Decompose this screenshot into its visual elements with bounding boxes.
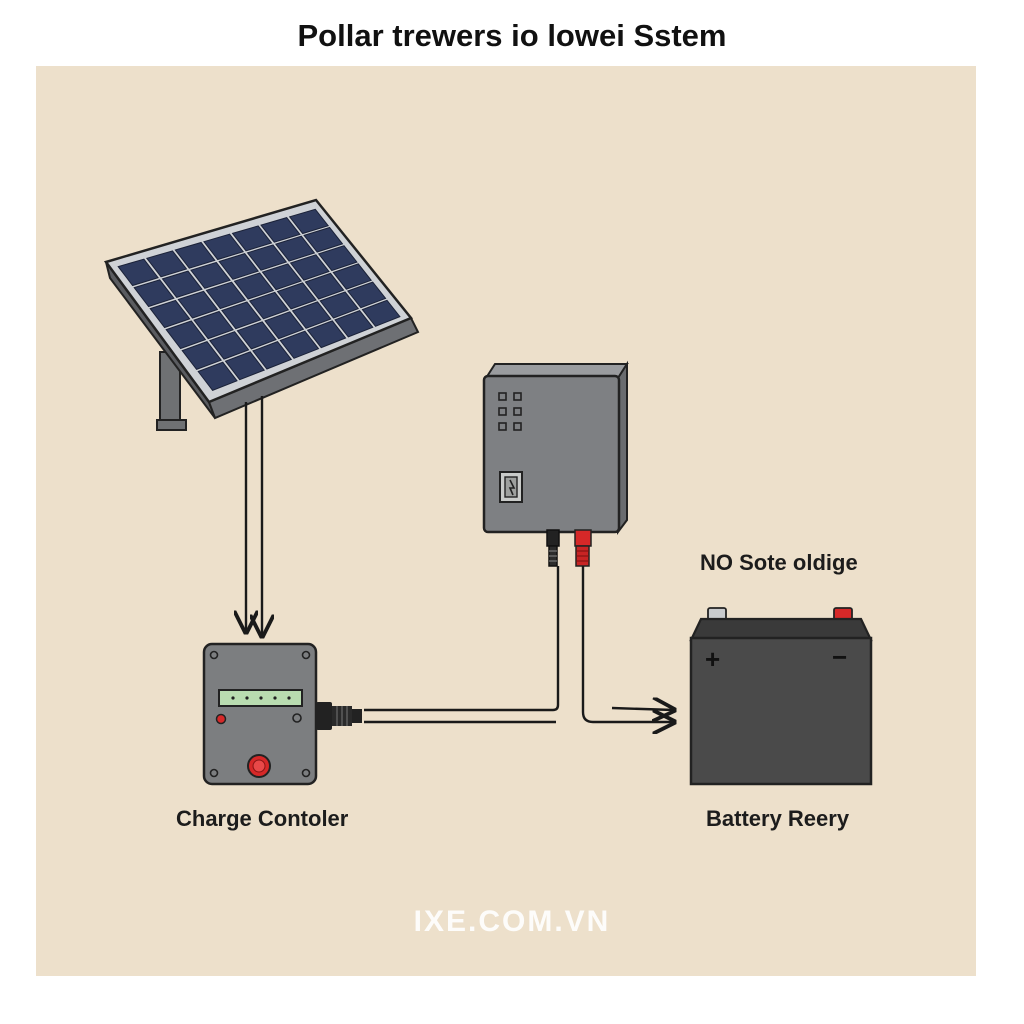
panel-cell	[276, 282, 317, 310]
inverter-box	[482, 360, 629, 567]
panel-cell	[197, 361, 238, 392]
panel-cell	[145, 250, 188, 278]
controller-display	[218, 689, 303, 707]
note-label: NO Sote oldige	[700, 550, 858, 575]
panel-cell	[317, 245, 358, 272]
panel-cell	[346, 281, 387, 309]
panel-cell	[205, 281, 247, 310]
panel-cell	[161, 270, 203, 298]
panel-cell	[289, 254, 330, 281]
panel-cell	[233, 272, 275, 300]
panel-cell	[208, 331, 250, 360]
panel-cell	[260, 217, 301, 243]
panel-cell	[236, 321, 277, 350]
panel-cell	[181, 341, 223, 370]
panel-cell	[361, 299, 401, 327]
panel-cell	[246, 244, 288, 271]
panel-cell	[203, 233, 245, 261]
diagram-canvas: + − NO Sote oldige Charge Contoler Batte…	[36, 66, 976, 976]
panel-cell	[133, 279, 175, 308]
panel-cell	[334, 310, 374, 338]
charge-controller-label: Charge Contoler	[176, 806, 349, 831]
solar-panel	[103, 198, 420, 431]
battery-minus-sign: −	[832, 642, 848, 672]
panel-cells	[117, 208, 401, 392]
controller-connector	[316, 702, 362, 730]
controller-small-knob	[292, 713, 302, 723]
panel-cell	[306, 320, 347, 349]
inverter-to-battery-wire	[581, 566, 674, 722]
panel-stand-foot	[156, 419, 187, 431]
panel-cell	[264, 311, 305, 340]
panel-cell	[190, 261, 231, 289]
panel-cell	[304, 272, 345, 300]
page-title: Pollar trewers io lowei Sstem	[297, 18, 727, 53]
panel-cell	[248, 291, 290, 320]
charge-controller	[202, 642, 362, 786]
panel-cell	[279, 330, 320, 359]
panel-cell	[149, 299, 191, 329]
panel-cell	[224, 351, 266, 381]
inverter-black-connector	[546, 529, 560, 567]
battery	[689, 607, 873, 786]
panel-cell	[291, 301, 332, 329]
panel-cell	[117, 258, 159, 287]
panel-cell	[174, 241, 216, 269]
panel-cell	[165, 320, 207, 350]
panel-cell	[303, 226, 344, 253]
controller-to-inverter-wire	[364, 566, 560, 712]
inverter-red-connector	[574, 529, 592, 567]
panel-cell	[252, 341, 293, 370]
panel-cell	[221, 301, 262, 330]
panel-cell	[274, 235, 316, 262]
battery-label: Battery Reery	[706, 806, 850, 831]
panel-cell	[261, 263, 303, 291]
watermark: IXE.COM.VN	[413, 905, 611, 938]
battery-arrow-upper	[611, 708, 674, 710]
battery-plus-sign: +	[705, 644, 721, 674]
controller-led	[215, 713, 227, 725]
panel-cell	[193, 310, 234, 340]
panel-cell	[319, 291, 360, 319]
panel-cell	[177, 290, 219, 319]
inverter-indicator-dots	[498, 392, 522, 431]
panel-cell	[332, 263, 373, 290]
panel-cell	[288, 208, 330, 235]
panel-cell	[231, 225, 273, 252]
inverter-switch-icon	[499, 471, 523, 503]
panel-cell	[218, 253, 260, 280]
